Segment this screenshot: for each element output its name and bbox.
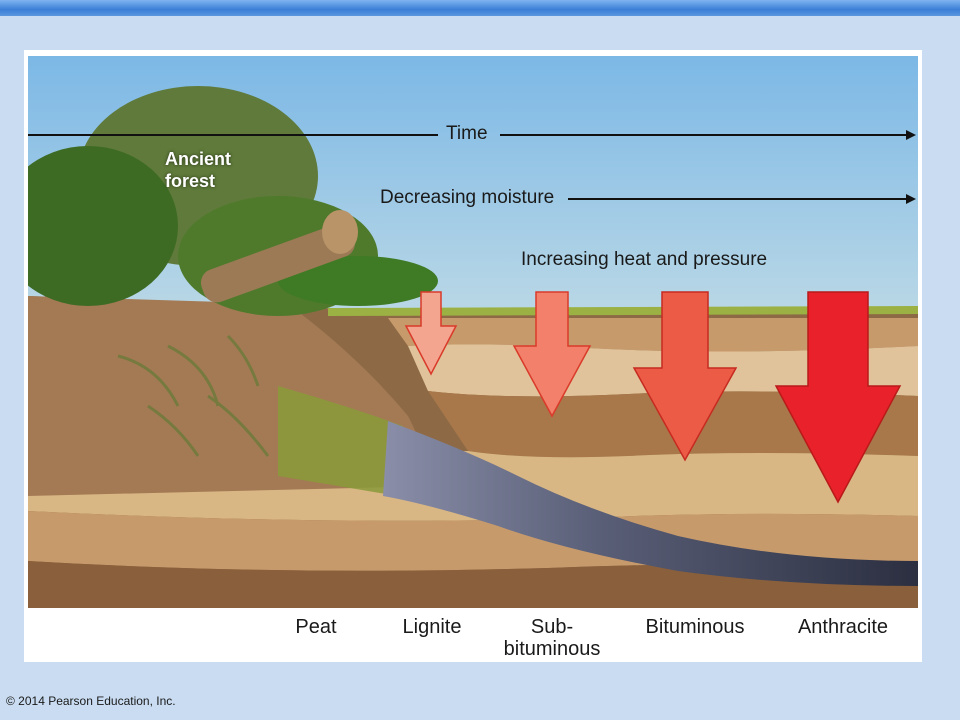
copyright-text: © 2014 Pearson Education, Inc. — [6, 694, 176, 708]
forest-label-line2: forest — [165, 171, 216, 191]
pressure-arrow-4 — [774, 291, 902, 504]
moisture-label: Decreasing moisture — [380, 187, 555, 208]
peat-band — [278, 386, 403, 496]
top-title-bar — [0, 0, 960, 16]
coal-seam — [383, 421, 918, 586]
time-label: Time — [446, 123, 488, 144]
scene-illustration — [28, 56, 918, 608]
heat-pressure-label: Increasing heat and pressure — [521, 249, 768, 270]
moisture-arrowhead — [906, 194, 916, 204]
stage-label-subbituminous-line1: Sub- — [530, 616, 574, 638]
stage-label-bituminous: Bituminous — [645, 616, 745, 638]
stage-label-peat: Peat — [295, 616, 337, 638]
stage-label-subbituminous: Sub- bituminous — [496, 616, 608, 660]
stratum-grass — [328, 306, 918, 316]
forest-label-line1: Ancient — [165, 149, 232, 169]
stratum-2 — [388, 318, 918, 352]
coal-formation-scene: Ancient forest Time Decreasing moisture … — [28, 56, 918, 608]
pressure-arrow-1 — [404, 291, 458, 376]
ancient-forest — [28, 86, 438, 316]
stage-label-anthracite: Anthracite — [797, 616, 889, 638]
ancient-forest-label: Ancient forest — [165, 148, 275, 192]
fern-fossils — [117, 334, 270, 457]
pressure-arrow-3 — [632, 291, 738, 462]
stage-label-lignite: Lignite — [402, 616, 462, 638]
pressure-arrow-2 — [512, 291, 592, 418]
time-arrowhead — [906, 130, 916, 140]
stage-label-subbituminous-line2: bituminous — [503, 638, 601, 660]
